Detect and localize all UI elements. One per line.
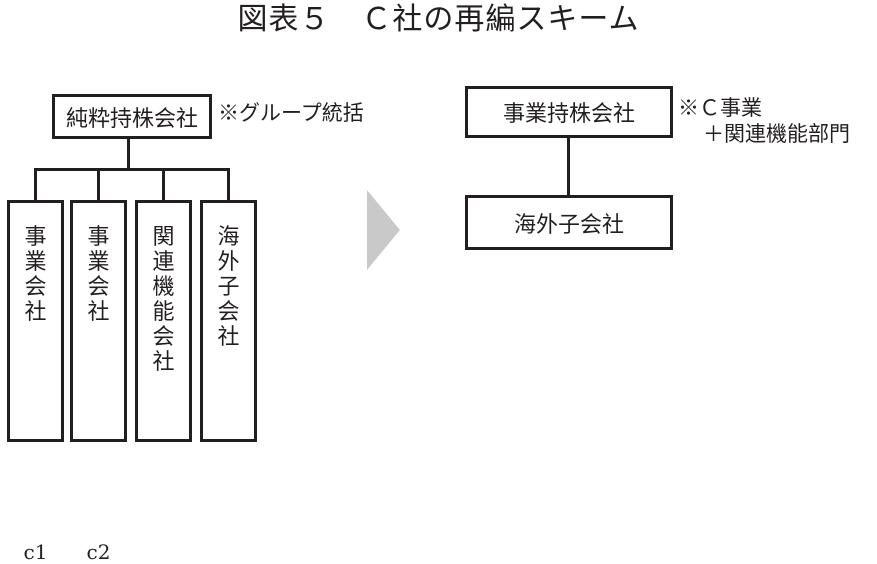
c-business-note: ※Ｃ事業 — [678, 96, 762, 120]
pure-holding-company-box: 純粋持株会社 — [52, 94, 212, 139]
subsidiary-bus-connector — [34, 168, 230, 171]
holding-to-bus-connector — [127, 139, 130, 169]
overseas-subsidiary-after-box: 海外子会社 — [465, 195, 673, 250]
overseas-subsidiary-box: 海 外 子 会 社 — [200, 200, 257, 442]
related-functions-note: ＋関連機能部門 — [703, 122, 850, 146]
business-company-c2-box: 事 業 会 社 c2 — [70, 200, 127, 564]
operating-holding-company-box: 事業持株会社 — [465, 86, 673, 138]
drop-connector-related — [162, 168, 165, 202]
drop-connector-c1 — [34, 168, 37, 202]
business-company-c1-label: 事 業 会 社 — [24, 225, 47, 325]
figure-title: 図表５ Ｃ社の再編スキーム — [237, 2, 640, 37]
pure-holding-company-label: 純粋持株会社 — [65, 106, 198, 132]
business-company-c1-code: c1 — [23, 540, 48, 564]
drop-connector-overseas — [227, 168, 230, 202]
holding-to-overseas-connector — [567, 138, 570, 196]
overseas-subsidiary-after-label: 海外子会社 — [513, 212, 624, 238]
business-company-c2-label: 事 業 会 社 — [87, 225, 110, 325]
related-function-company-label: 関 連 機 能 会 社 — [152, 225, 175, 375]
transition-arrow-icon — [367, 190, 400, 270]
overseas-subsidiary-label: 海 外 子 会 社 — [217, 225, 240, 350]
drop-connector-c2 — [97, 168, 100, 202]
business-company-c2-code: c2 — [86, 540, 111, 564]
operating-holding-company-label: 事業持株会社 — [502, 102, 635, 127]
group-management-note: ※グループ統括 — [218, 101, 364, 125]
business-company-c1-box: 事 業 会 社 c1 — [7, 200, 64, 564]
related-function-company-box: 関 連 機 能 会 社 — [135, 200, 192, 442]
